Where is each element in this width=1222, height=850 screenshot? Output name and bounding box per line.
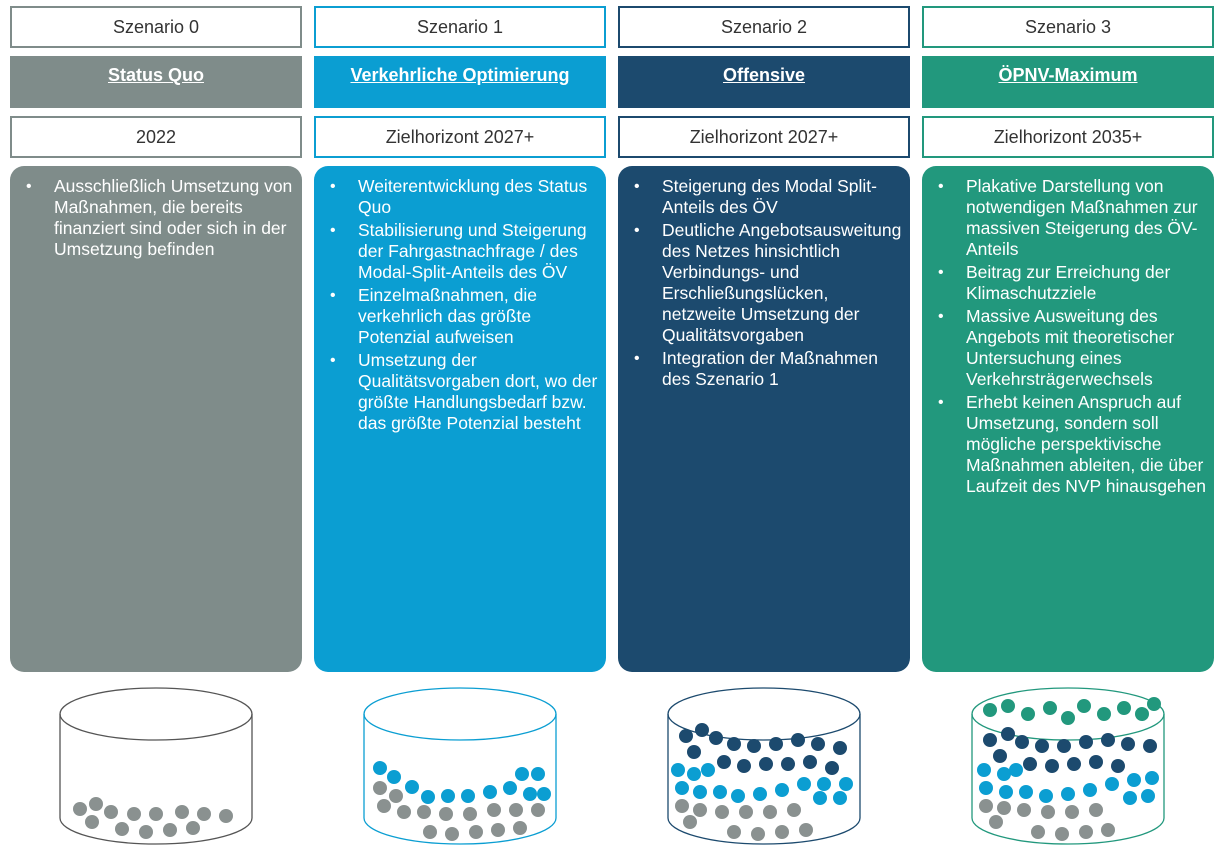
scenario-name: Szenario 0 <box>10 6 302 48</box>
bullet-item: Integration der Maßnahmen des Szenario 1 <box>632 348 904 390</box>
bucket-illustration <box>971 687 1165 845</box>
scenario-name: Szenario 1 <box>314 6 606 48</box>
scenario-description-panel: Ausschließlich Umsetzung von Maßnahmen, … <box>10 166 302 672</box>
bullet-item: Steigerung des Modal Split-Anteils des Ö… <box>632 176 904 218</box>
scenario-title: Verkehrliche Optimierung <box>314 56 606 108</box>
scenario-bullet-list: Steigerung des Modal Split-Anteils des Ö… <box>632 176 904 390</box>
bullet-item: Beitrag zur Erreichung der Klimaschutzzi… <box>936 262 1208 304</box>
bucket-outline <box>971 687 1165 845</box>
scenario-description-panel: Steigerung des Modal Split-Anteils des Ö… <box>618 166 910 672</box>
scenario-horizon: 2022 <box>10 116 302 158</box>
bucket-illustration <box>363 687 557 845</box>
bucket-illustration <box>667 687 861 845</box>
dots-fill <box>977 697 1161 841</box>
bucket-outline <box>59 687 253 845</box>
bucket-outline <box>363 687 557 845</box>
scenario-horizon: Zielhorizont 2027+ <box>618 116 910 158</box>
scenario-bullet-list: Weiterentwicklung des Status Quo Stabili… <box>328 176 600 434</box>
scenario-horizon: Zielhorizont 2035+ <box>922 116 1214 158</box>
bullet-item: Stabilisierung und Steigerung der Fahrga… <box>328 220 600 283</box>
scenario-title: Status Quo <box>10 56 302 108</box>
dots-fill <box>671 723 853 841</box>
scenario-bullet-list: Ausschließlich Umsetzung von Maßnahmen, … <box>24 176 296 260</box>
bullet-item: Weiterentwicklung des Status Quo <box>328 176 600 218</box>
bullet-item: Plakative Darstellung von notwendigen Ma… <box>936 176 1208 260</box>
bullet-item: Einzelmaßnahmen, die verkehrlich das grö… <box>328 285 600 348</box>
bucket-illustration <box>59 687 253 845</box>
bullet-item: Massive Ausweitung des Angebots mit theo… <box>936 306 1208 390</box>
bullet-item: Ausschließlich Umsetzung von Maßnahmen, … <box>24 176 296 260</box>
scenario-description-panel: Weiterentwicklung des Status Quo Stabili… <box>314 166 606 672</box>
scenario-bullet-list: Plakative Darstellung von notwendigen Ma… <box>936 176 1208 497</box>
scenario-title: ÖPNV-Maximum <box>922 56 1214 108</box>
dots-fill <box>373 761 551 841</box>
scenario-description-panel: Plakative Darstellung von notwendigen Ma… <box>922 166 1214 672</box>
dots-fill <box>73 797 233 839</box>
scenario-name: Szenario 2 <box>618 6 910 48</box>
bullet-item: Umsetzung der Qualitätsvorgaben dort, wo… <box>328 350 600 434</box>
scenario-name: Szenario 3 <box>922 6 1214 48</box>
bullet-item: Deutliche Angebotsausweitung des Netzes … <box>632 220 904 346</box>
scenario-title: Offensive <box>618 56 910 108</box>
bullet-item: Erhebt keinen Anspruch auf Umsetzung, so… <box>936 392 1208 497</box>
bucket-outline <box>667 687 861 845</box>
scenario-horizon: Zielhorizont 2027+ <box>314 116 606 158</box>
